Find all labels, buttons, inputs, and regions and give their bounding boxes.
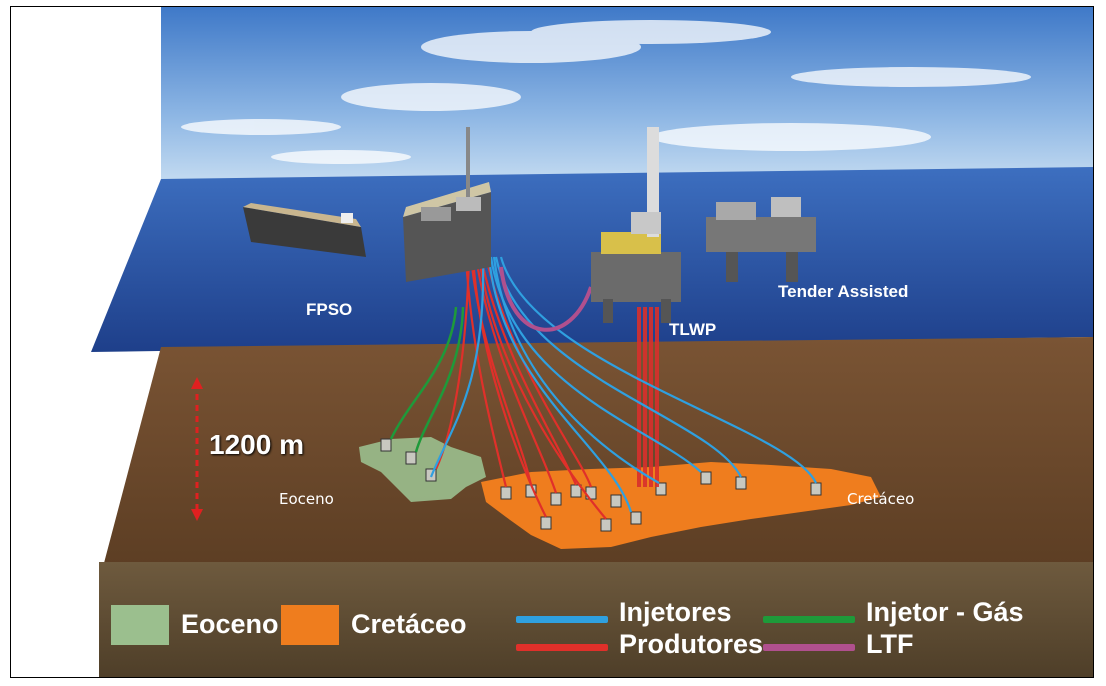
depth-marker xyxy=(191,377,203,521)
legend-ltf-line xyxy=(763,644,855,651)
legend-produtores-line xyxy=(516,644,608,651)
offshore-field-scene xyxy=(91,7,1093,677)
clouds xyxy=(181,20,1031,164)
ltf-line xyxy=(499,266,593,332)
diagram-frame: FPSO TLWP Tender Assisted 1200 m Eoceno … xyxy=(10,6,1094,678)
tlwp-platform xyxy=(591,127,681,323)
fpso-label: FPSO xyxy=(306,300,353,319)
seabed-block xyxy=(99,337,1093,587)
cretaceo-zone-label: Cretáceo xyxy=(847,490,915,508)
tender-platform xyxy=(706,197,816,282)
injetor-lines xyxy=(429,256,818,513)
legend-eoceno-label: Eoceno xyxy=(181,609,279,639)
depth-label: 1200 m xyxy=(209,429,304,460)
fpso-tanker xyxy=(243,203,366,257)
legend-injetores-label: Injetores xyxy=(619,597,732,627)
cretaceo-reservoir xyxy=(481,462,881,549)
eoceno-zone-label: Eoceno xyxy=(279,490,334,508)
tlwp-label: TLWP xyxy=(669,320,717,339)
legend-cretaceo-label: Cretáceo xyxy=(351,609,467,639)
legend-produtores-label: Produtores xyxy=(619,629,764,659)
legend-eoceno-swatch xyxy=(111,605,169,645)
tlwp-risers xyxy=(637,307,659,487)
legend-injetor-gas-line xyxy=(763,616,855,623)
legend-injetores-line xyxy=(516,616,608,623)
legend-injetor-gas-label: Injetor - Gás xyxy=(866,597,1024,627)
eoceno-reservoir xyxy=(359,437,486,502)
tender-assisted-label: Tender Assisted xyxy=(778,282,909,301)
legend-ltf-label: LTF xyxy=(866,629,914,659)
wellheads xyxy=(380,438,822,532)
injetor-gas-lines xyxy=(389,306,465,453)
legend-cretaceo-swatch xyxy=(281,605,339,645)
fpso-vessel xyxy=(403,127,491,282)
